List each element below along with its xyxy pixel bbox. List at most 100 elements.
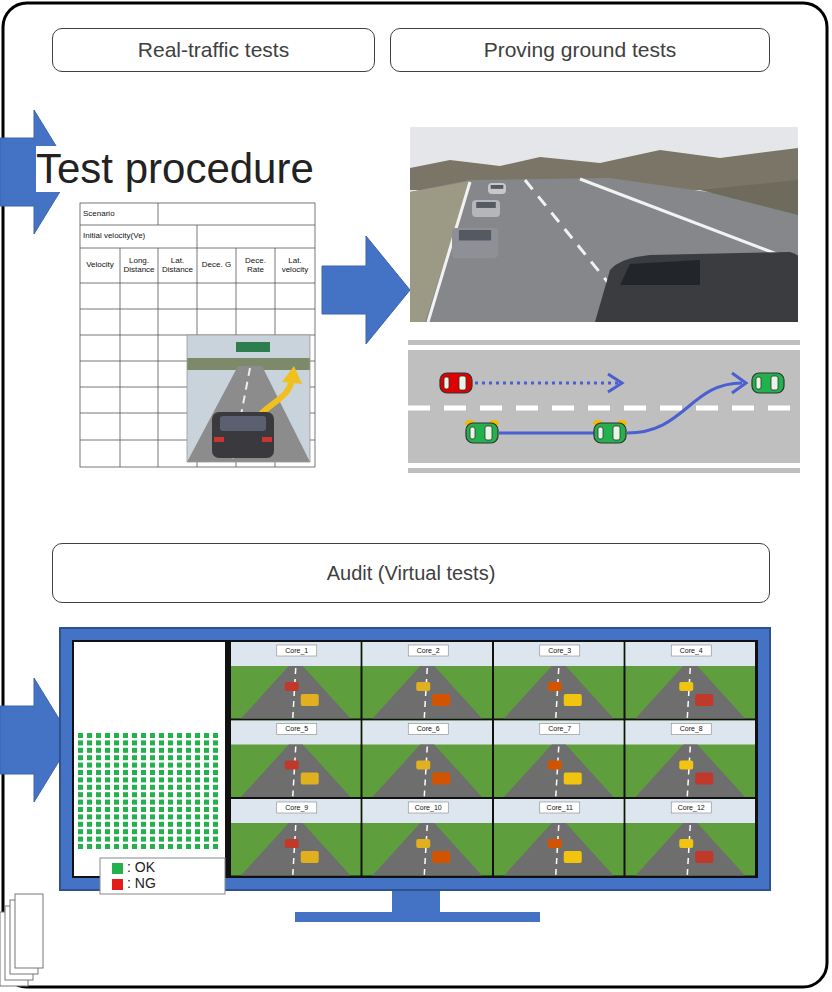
view-label: Core_10 bbox=[408, 802, 448, 813]
result-dot bbox=[186, 733, 191, 738]
result-dot bbox=[141, 800, 146, 805]
legend-text: : OK bbox=[127, 860, 155, 875]
result-dot bbox=[150, 829, 155, 834]
view-label: Core_7 bbox=[540, 724, 580, 735]
result-dot bbox=[141, 770, 146, 775]
result-dot bbox=[213, 733, 218, 738]
monitor bbox=[60, 628, 770, 922]
result-dot bbox=[195, 792, 200, 797]
result-dot bbox=[96, 785, 101, 790]
result-dot bbox=[150, 770, 155, 775]
result-dot bbox=[132, 748, 137, 753]
result-dot bbox=[204, 785, 209, 790]
result-dot bbox=[168, 770, 173, 775]
result-dot bbox=[213, 770, 218, 775]
result-dot bbox=[168, 785, 173, 790]
result-dot bbox=[159, 733, 164, 738]
view-label: Core_9 bbox=[277, 802, 317, 813]
result-dot bbox=[204, 800, 209, 805]
result-dot bbox=[132, 807, 137, 812]
result-dot bbox=[96, 748, 101, 753]
legend-text: : NG bbox=[127, 876, 156, 891]
result-dot bbox=[195, 763, 200, 768]
box-label: Real-traffic tests bbox=[138, 38, 289, 62]
result-dot bbox=[213, 792, 218, 797]
view-label: Core_1 bbox=[277, 645, 317, 656]
result-dot bbox=[96, 807, 101, 812]
result-dot bbox=[168, 807, 173, 812]
result-dot bbox=[105, 800, 110, 805]
result-dot bbox=[168, 822, 173, 827]
result-dot bbox=[114, 748, 119, 753]
result-dot bbox=[123, 785, 128, 790]
result-dot bbox=[87, 792, 92, 797]
result-dot bbox=[195, 755, 200, 760]
result-dot bbox=[141, 822, 146, 827]
result-dot bbox=[150, 748, 155, 753]
result-dot bbox=[141, 733, 146, 738]
simulation-view bbox=[363, 642, 493, 719]
result-dot bbox=[141, 844, 146, 849]
view-label: Core_3 bbox=[540, 645, 580, 656]
result-dot bbox=[114, 837, 119, 842]
result-dot bbox=[105, 844, 110, 849]
result-dot bbox=[87, 748, 92, 753]
car-symbol bbox=[440, 373, 472, 393]
result-dot bbox=[87, 844, 92, 849]
result-dot bbox=[78, 785, 83, 790]
result-dot bbox=[105, 733, 110, 738]
simulation-view bbox=[494, 721, 624, 798]
result-dot bbox=[96, 829, 101, 834]
result-dot bbox=[87, 785, 92, 790]
result-dot bbox=[204, 807, 209, 812]
result-dot bbox=[114, 733, 119, 738]
result-dot bbox=[186, 822, 191, 827]
result-dot bbox=[87, 755, 92, 760]
result-dot bbox=[177, 748, 182, 753]
result-dot bbox=[186, 837, 191, 842]
result-dot bbox=[195, 740, 200, 745]
result-dot bbox=[105, 822, 110, 827]
view-label: Core_4 bbox=[671, 645, 711, 656]
result-dot bbox=[132, 763, 137, 768]
result-dot bbox=[78, 740, 83, 745]
result-dot bbox=[105, 740, 110, 745]
result-dot bbox=[150, 777, 155, 782]
result-dot bbox=[114, 763, 119, 768]
result-dot bbox=[141, 837, 146, 842]
result-dot bbox=[141, 814, 146, 819]
result-dot bbox=[186, 770, 191, 775]
section-heading: Test procedure bbox=[36, 146, 314, 192]
result-dot bbox=[213, 829, 218, 834]
result-dot bbox=[159, 763, 164, 768]
result-dot bbox=[204, 837, 209, 842]
box-label: Proving ground tests bbox=[484, 38, 677, 62]
view-label: Core_6 bbox=[408, 724, 448, 735]
result-dot bbox=[204, 829, 209, 834]
result-dot bbox=[168, 837, 173, 842]
result-dot bbox=[132, 844, 137, 849]
result-dot bbox=[150, 844, 155, 849]
result-dot bbox=[150, 755, 155, 760]
result-dot bbox=[123, 763, 128, 768]
result-dot bbox=[159, 837, 164, 842]
result-dot bbox=[105, 807, 110, 812]
simulation-view bbox=[231, 799, 361, 876]
result-dot bbox=[204, 822, 209, 827]
result-dot bbox=[159, 770, 164, 775]
result-dot bbox=[213, 807, 218, 812]
view-label: Core_11 bbox=[540, 802, 580, 813]
result-dot bbox=[87, 807, 92, 812]
result-dot bbox=[132, 733, 137, 738]
result-dot bbox=[78, 822, 83, 827]
result-dot bbox=[150, 763, 155, 768]
result-dot bbox=[159, 822, 164, 827]
result-dot bbox=[132, 822, 137, 827]
result-dot bbox=[78, 792, 83, 797]
result-dot bbox=[78, 844, 83, 849]
result-dot bbox=[186, 844, 191, 849]
result-dot bbox=[105, 814, 110, 819]
simulation-view bbox=[626, 721, 756, 798]
legend-swatch bbox=[112, 879, 123, 890]
